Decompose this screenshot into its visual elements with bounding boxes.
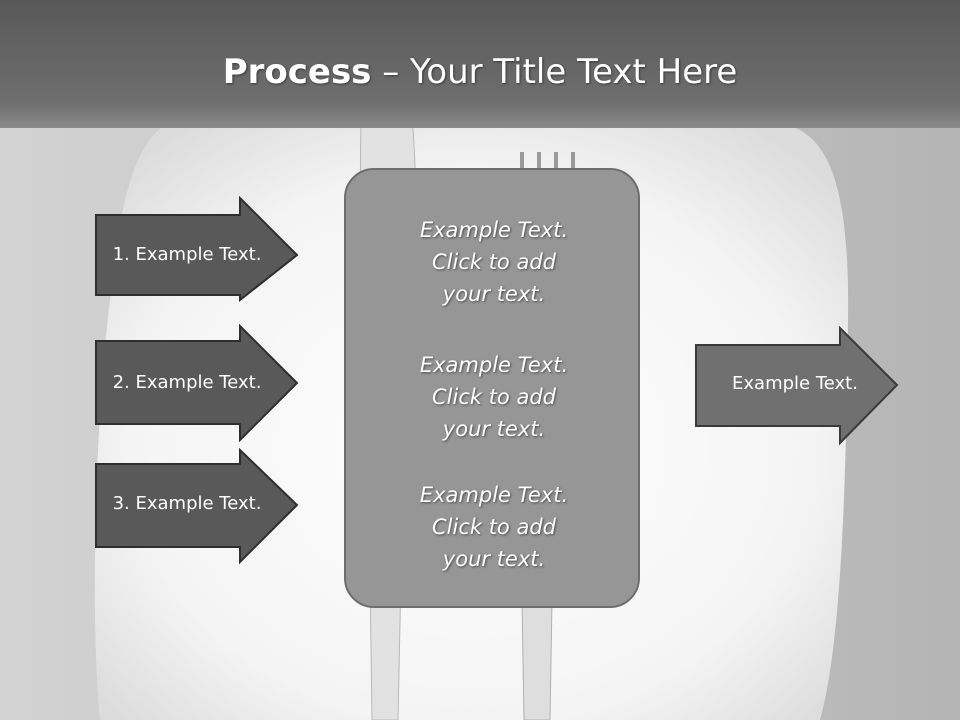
input-arrow-3-label: 3. Example Text. bbox=[112, 493, 262, 514]
input-arrow-2-label: 2. Example Text. bbox=[112, 372, 262, 393]
slide-title: Process – Your Title Text Here bbox=[0, 52, 960, 92]
input-arrow-3[interactable] bbox=[94, 448, 300, 566]
center-block-3-line-1: Example Text. bbox=[419, 483, 569, 507]
center-block-3-line-2: Click to add bbox=[431, 515, 556, 539]
center-block-1-line-3: your text. bbox=[442, 282, 546, 306]
input-arrow-2[interactable] bbox=[94, 324, 300, 442]
title-strong: Process bbox=[222, 52, 372, 92]
center-text-block-1[interactable]: Example Text. Click to add your text. bbox=[346, 214, 642, 310]
title-rest: – Your Title Text Here bbox=[371, 52, 738, 92]
center-block-2-line-3: your text. bbox=[442, 417, 546, 441]
center-block-2-line-2: Click to add bbox=[431, 385, 556, 409]
input-arrow-1-label: 1. Example Text. bbox=[112, 244, 262, 265]
output-arrow[interactable] bbox=[694, 326, 900, 446]
output-arrow-label: Example Text. bbox=[732, 373, 858, 394]
center-block-2-line-1: Example Text. bbox=[419, 353, 569, 377]
center-text-block-3[interactable]: Example Text. Click to add your text. bbox=[346, 479, 642, 575]
center-block-1-line-2: Click to add bbox=[431, 250, 556, 274]
center-block-1-line-1: Example Text. bbox=[419, 218, 569, 242]
center-block-3-line-3: your text. bbox=[442, 547, 546, 571]
center-process-box[interactable]: Example Text. Click to add your text. Ex… bbox=[344, 168, 640, 608]
input-arrow-1[interactable] bbox=[94, 196, 300, 302]
center-text-block-2[interactable]: Example Text. Click to add your text. bbox=[346, 349, 642, 445]
